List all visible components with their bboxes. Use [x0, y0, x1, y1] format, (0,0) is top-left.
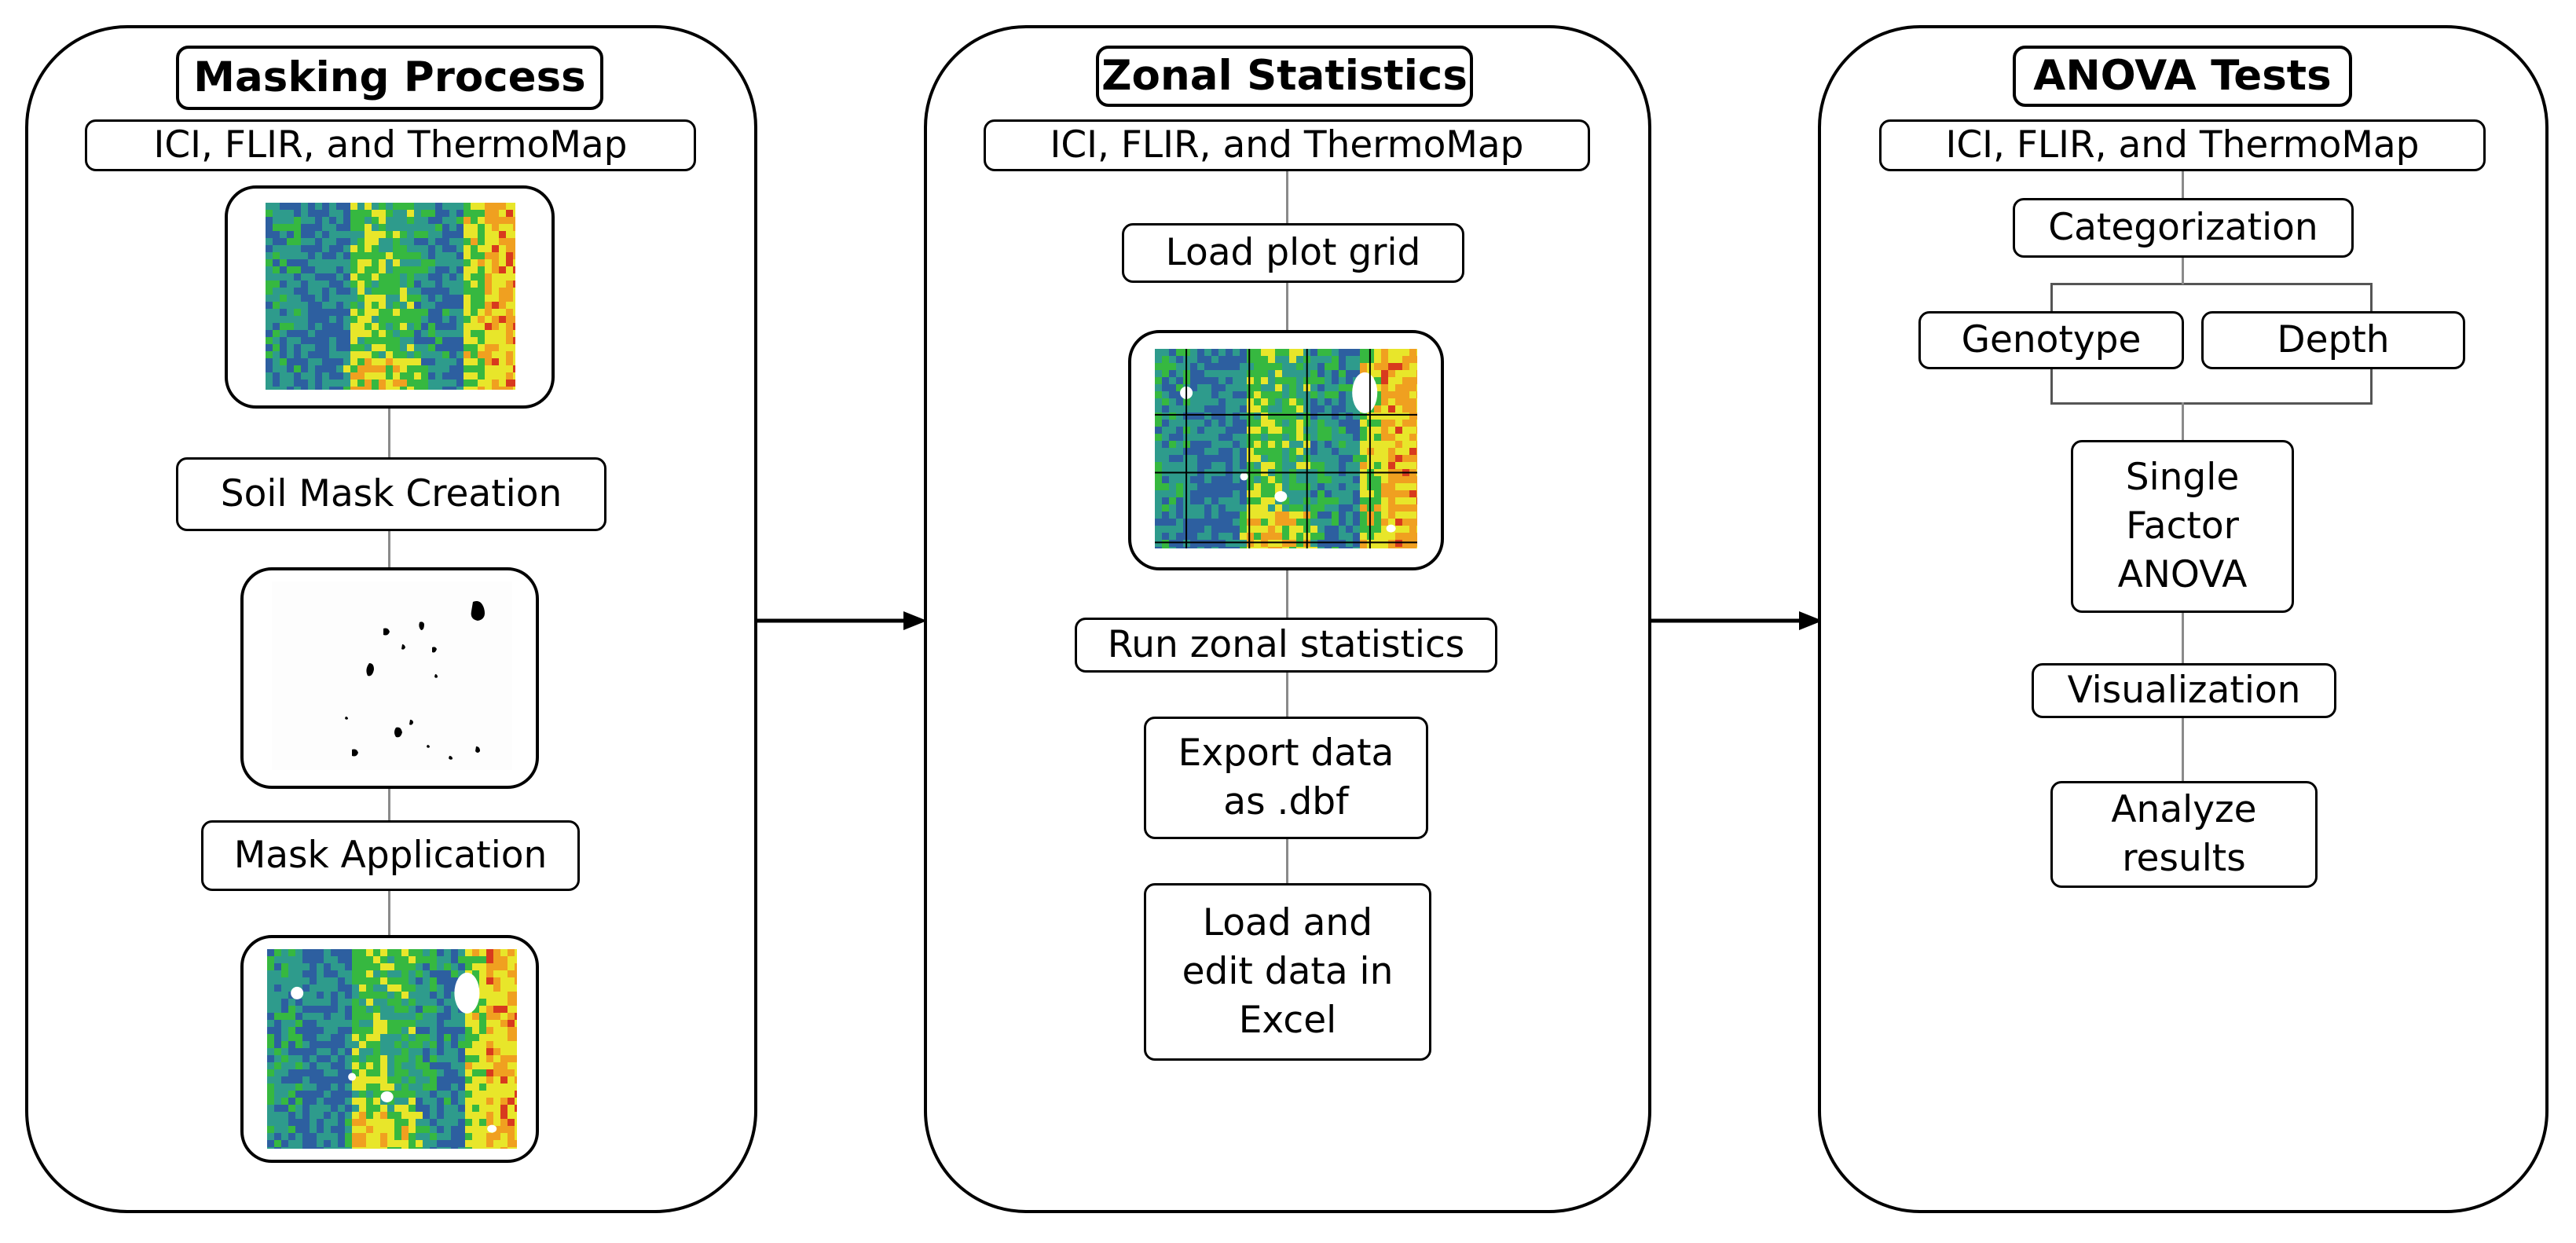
analyze-step-line: results — [2122, 837, 2246, 880]
anova-step-line: Factor — [2126, 504, 2239, 548]
zonal-source-box: ICI, FLIR, and ThermoMap — [984, 119, 1590, 171]
analyze-results-box: Analyze results — [2050, 781, 2318, 888]
anova-step-line: Single — [2125, 455, 2240, 499]
plot-grid-thermal-image — [1155, 349, 1417, 548]
zonal-statistics-title: Zonal Statistics — [1096, 46, 1473, 107]
analyze-step-line: Analyze — [2111, 787, 2257, 831]
export-data-box: Export data as .dbf — [1144, 717, 1428, 839]
genotype-box: Genotype — [1918, 311, 2184, 369]
excel-step-line: Load and — [1202, 900, 1373, 944]
soil-mask-creation-box: Soil Mask Creation — [176, 457, 606, 531]
load-edit-excel-box: Load and edit data in Excel — [1144, 883, 1431, 1061]
anova-step-line: ANOVA — [2117, 553, 2248, 597]
anova-tests-title: ANOVA Tests — [2013, 46, 2352, 107]
connector-line — [2182, 613, 2184, 663]
masking-process-title: Masking Process — [176, 46, 603, 110]
connector-line — [1286, 283, 1288, 330]
arrow-right-icon — [1651, 611, 1823, 630]
mask-application-box: Mask Application — [201, 820, 580, 891]
excel-step-line: Excel — [1238, 999, 1337, 1043]
branch-connector-bottom — [2050, 402, 2373, 405]
connector-line — [388, 891, 390, 935]
masking-source-box: ICI, FLIR, and ThermoMap — [85, 119, 696, 171]
run-zonal-statistics-box: Run zonal statistics — [1075, 618, 1497, 673]
connector-line — [388, 409, 390, 457]
export-data-line: as .dbf — [1223, 780, 1349, 823]
categorization-box: Categorization — [2013, 198, 2354, 258]
excel-step-line: edit data in — [1182, 949, 1394, 993]
soil-mask-image — [272, 581, 512, 770]
masked-thermal-image — [267, 949, 517, 1149]
connector-line — [1286, 673, 1288, 717]
connector-line — [388, 531, 390, 567]
connector-line — [1286, 171, 1288, 223]
anova-source-box: ICI, FLIR, and ThermoMap — [1879, 119, 2486, 171]
connector-line — [2182, 402, 2184, 440]
connector-line — [2182, 718, 2184, 781]
branch-connector-top — [2050, 283, 2373, 285]
connector-line — [388, 789, 390, 820]
thermal-image-original — [266, 203, 515, 390]
visualization-box: Visualization — [2032, 663, 2336, 718]
arrow-right-icon — [757, 611, 927, 630]
connector-line — [2182, 171, 2184, 198]
depth-box: Depth — [2201, 311, 2465, 369]
connector-line — [1286, 839, 1288, 883]
connector-line — [2182, 258, 2184, 284]
connector-line — [1286, 570, 1288, 618]
load-plot-grid-box: Load plot grid — [1122, 223, 1464, 283]
export-data-line: Export data — [1178, 731, 1394, 775]
